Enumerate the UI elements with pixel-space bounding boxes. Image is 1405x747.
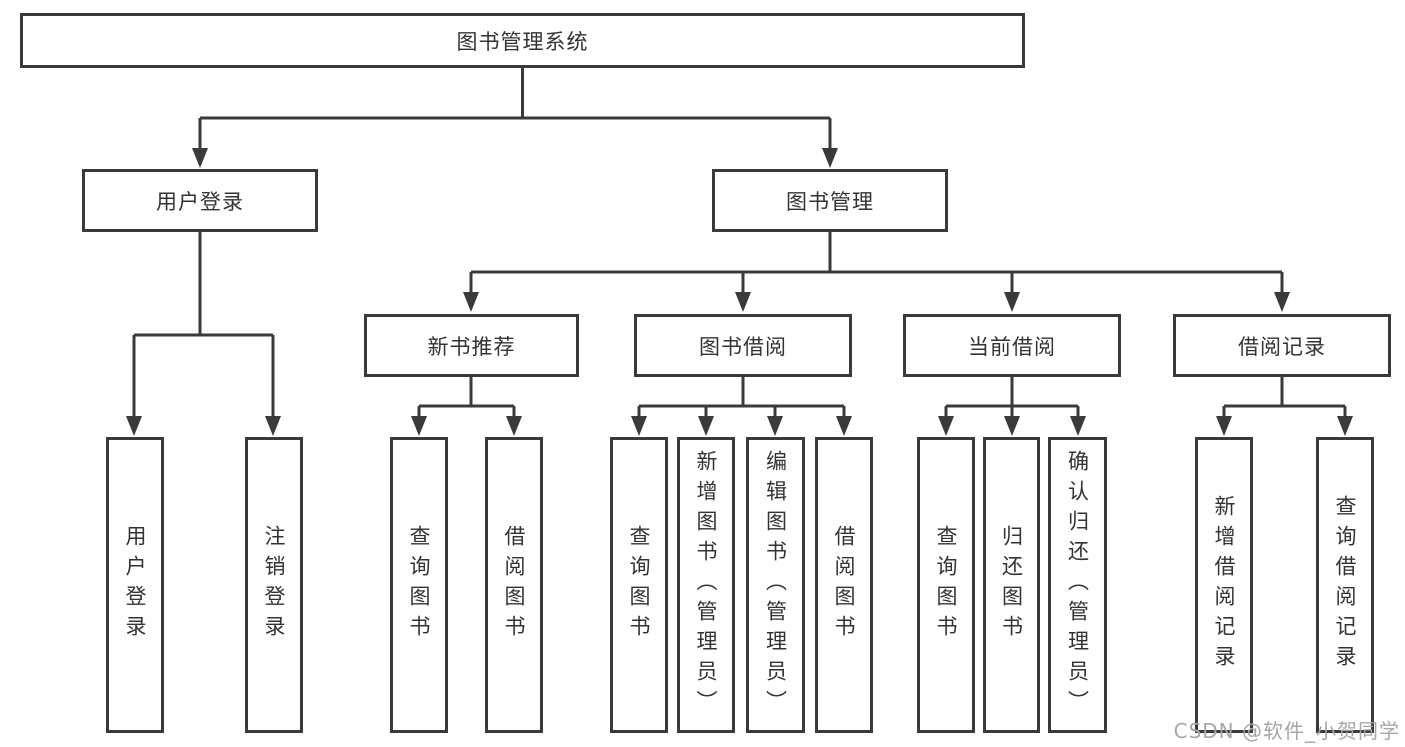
leaf-current-confirm-return-admin: 确认归还（管理员） [1048,437,1107,733]
leaf-records-add-record: 新增借阅记录 [1195,437,1253,733]
node-borrow-records: 借阅记录 [1173,314,1391,377]
leaf-user-login: 用户登录 [106,437,164,733]
leaf-borrow-query-books: 查询图书 [610,437,668,733]
node-current-borrow: 当前借阅 [903,314,1121,377]
leaf-current-return-books: 归还图书 [983,437,1040,733]
leaf-recommend-borrow-books: 借阅图书 [485,437,543,733]
leaf-borrow-borrow-books: 借阅图书 [815,437,873,733]
arrowhead-icons [126,148,1353,436]
node-book-borrow: 图书借阅 [634,314,852,377]
leaf-records-query-record: 查询借阅记录 [1316,437,1374,733]
leaf-logout: 注销登录 [245,437,303,733]
leaf-recommend-query-books: 查询图书 [390,437,448,733]
leaf-current-query-books: 查询图书 [917,437,975,733]
node-root: 图书管理系统 [20,13,1025,68]
leaf-borrow-edit-books-admin: 编辑图书（管理员） [746,437,805,733]
node-book-management: 图书管理 [712,169,948,232]
node-user-login: 用户登录 [82,169,318,232]
leaf-borrow-add-books-admin: 新增图书（管理员） [677,437,735,733]
node-new-book-recommend: 新书推荐 [364,314,579,377]
watermark: CSDN @软件_小贺同学 [1173,719,1400,743]
